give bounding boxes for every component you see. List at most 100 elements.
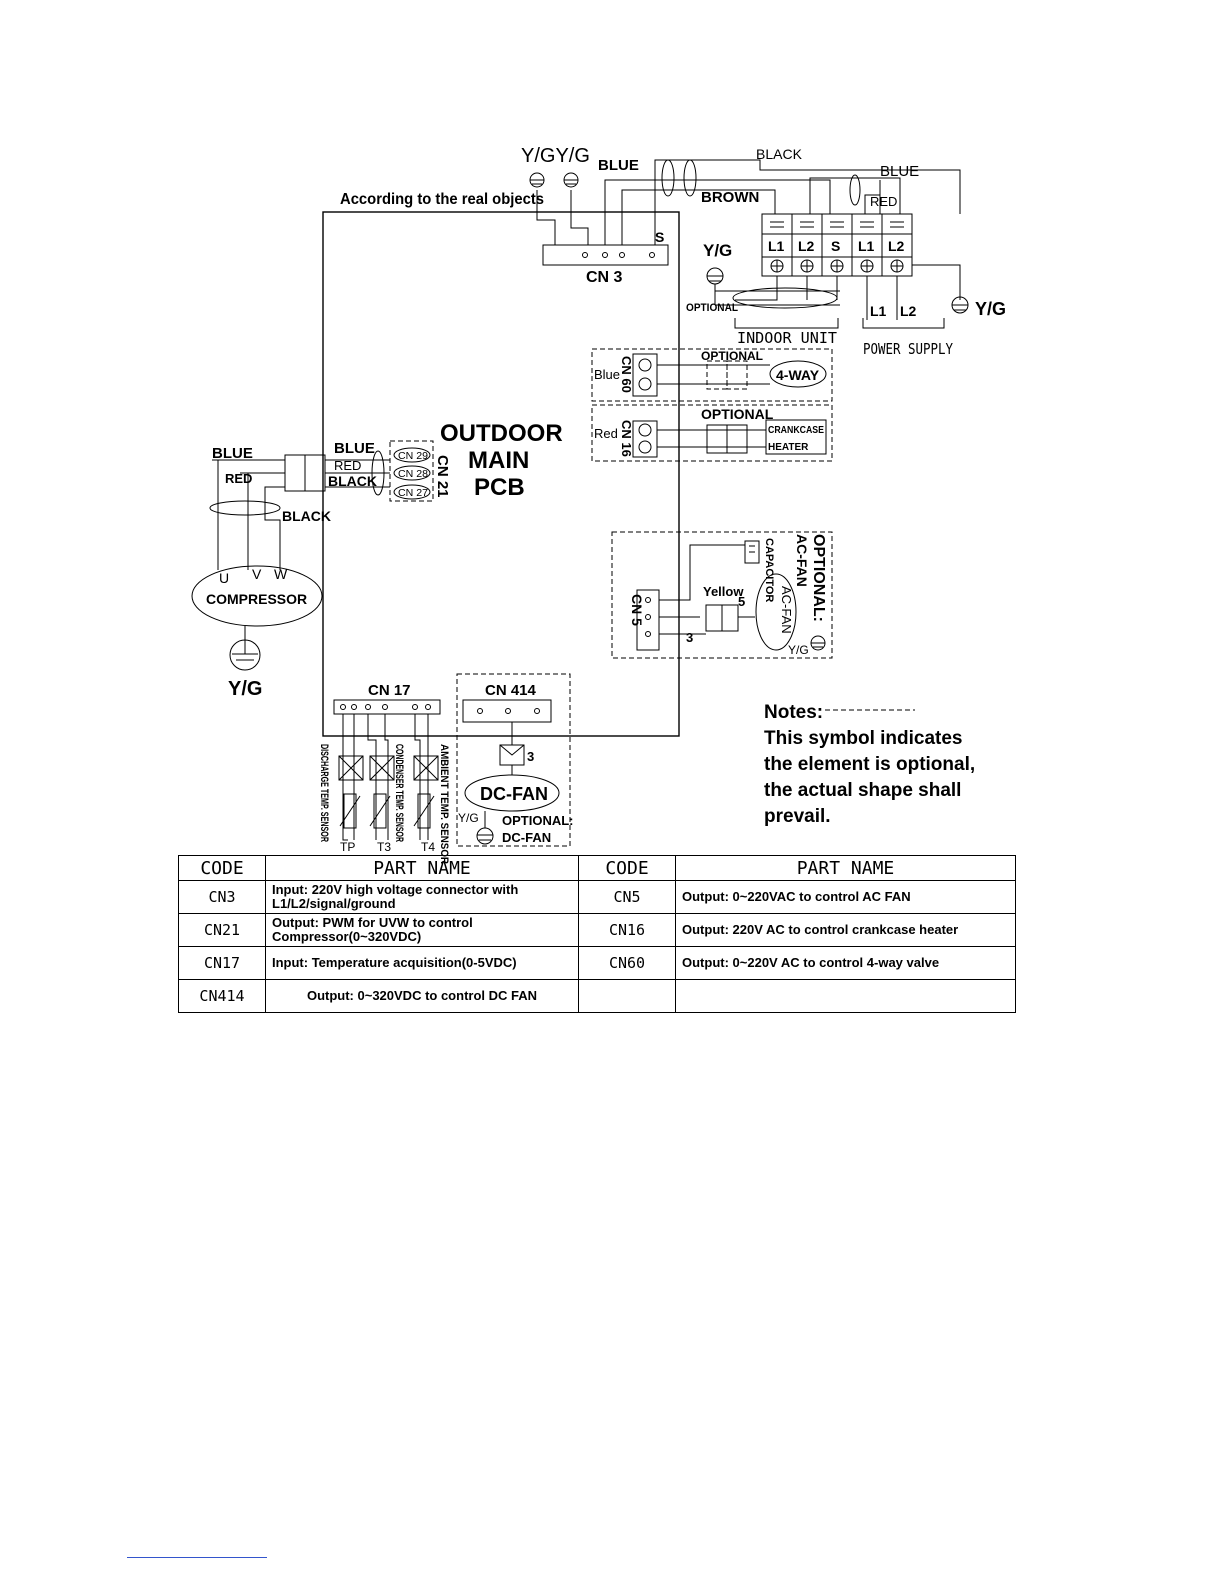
optional-4way-box — [591, 348, 833, 402]
label-red-left: RED — [225, 471, 252, 486]
label-cn17: CN 17 — [368, 682, 411, 699]
table-cell-part: Output: 0~220VAC to control AC FAN — [675, 880, 1016, 914]
label-cn29: CN 29 — [398, 451, 428, 462]
label-ps-l1: L1 — [870, 303, 887, 319]
label-optional-dc-2: DC-FAN — [502, 830, 551, 845]
terminal-l2b: L2 — [888, 238, 905, 254]
ground-icon — [529, 172, 545, 188]
terminal-s: S — [831, 238, 840, 254]
table-cell-part: Input: 220V high voltage connector with … — [265, 880, 579, 914]
optional-ac-fan-box — [611, 531, 833, 659]
ground-icon — [229, 639, 261, 671]
table-cell-code: CN414 — [178, 979, 266, 1013]
label-red-cn16: Red — [594, 426, 618, 441]
table-row: CN414 Output: 0~320VDC to control DC FAN — [178, 979, 1016, 1013]
label-blue-top: BLUE — [598, 157, 639, 174]
table-header-row: CODE PART NAME CODE PART NAME — [178, 855, 1016, 881]
table-cell-code: CN17 — [178, 946, 266, 980]
table-header: CODE — [178, 855, 266, 881]
label-3: 3 — [686, 630, 693, 645]
notes-line-2: the element is optional, — [764, 754, 975, 775]
label-brown: BROWN — [701, 189, 759, 206]
cn17-connector — [333, 699, 441, 715]
label-v: V — [252, 566, 262, 582]
ground-icon — [951, 296, 969, 314]
wire-bundle-ring — [371, 450, 385, 496]
table-cell-part — [675, 979, 1016, 1013]
ac-fan-motor — [755, 573, 797, 651]
power-supply-bracket — [862, 318, 945, 329]
label-tp: TP — [340, 840, 355, 854]
label-ambient-sensor: AMBIENT TEMP. SENSOR — [438, 744, 450, 864]
label-cn5: CN 5 — [629, 594, 645, 626]
label-red-right: RED — [870, 194, 897, 209]
label-yg-ps: Y/G — [975, 299, 1006, 319]
label-blue-left: BLUE — [212, 445, 253, 462]
label-5: 5 — [738, 594, 745, 609]
label-u: U — [219, 570, 229, 586]
table-cell-code: CN3 — [178, 880, 266, 914]
label-crankcase: CRANKCASE — [768, 425, 824, 436]
label-ps-l2: L2 — [900, 303, 917, 319]
footer-rule — [127, 1557, 267, 1558]
label-black-top: BLACK — [756, 146, 803, 162]
label-cn60: CN 60 — [619, 356, 634, 393]
wire-bundle-ring — [661, 159, 675, 197]
four-way-valve — [769, 360, 827, 388]
label-yg-dc: Y/G — [458, 811, 479, 825]
ground-icon — [706, 267, 724, 305]
table-row: CN3 Input: 220V high voltage connector w… — [178, 880, 1016, 914]
terminal-l2: L2 — [798, 238, 815, 254]
table-cell-code: CN16 — [578, 913, 676, 947]
label-cn28: CN 28 — [398, 469, 428, 480]
notes-title: Notes: — [764, 702, 823, 723]
label-compressor: COMPRESSOR — [206, 591, 307, 607]
label-s: S — [655, 229, 664, 245]
label-dc-fan: DC-FAN — [480, 784, 548, 804]
dc-fan-motor — [464, 774, 560, 812]
label-optional-acfan-1: OPTIONAL: — [810, 534, 827, 622]
table-cell-part: Output: PWM for UVW to control Compresso… — [265, 913, 579, 947]
cn3-connector — [542, 244, 669, 266]
table-header: PART NAME — [265, 855, 579, 881]
terminal-l1b: L1 — [858, 238, 875, 254]
wire-bundle-ring — [209, 500, 281, 516]
pcb-title-outdoor: OUTDOOR — [440, 420, 563, 447]
optional-crankcase-box — [591, 404, 833, 462]
label-yg-compressor: Y/G — [228, 678, 262, 700]
cn414-connector — [462, 699, 552, 723]
cn21-connector-box — [389, 440, 434, 502]
ground-icon — [810, 635, 826, 651]
label-yg-optional: Y/G — [703, 241, 732, 260]
thermistor-t3 — [373, 793, 387, 829]
crankcase-heater — [765, 419, 827, 455]
label-black-left: BLACK — [282, 508, 331, 524]
outdoor-main-pcb-outline — [322, 211, 680, 737]
wire-bundle-ring — [849, 174, 861, 206]
label-optional-dc-1: OPTIONAL: — [502, 813, 574, 828]
indoor-unit-bracket — [734, 318, 839, 329]
table-header: CODE — [578, 855, 676, 881]
label-power-supply: POWER SUPPLY — [863, 340, 953, 358]
indoor-wires — [715, 276, 898, 320]
thermistor-t4 — [417, 793, 431, 829]
indoor-terminal-block — [761, 213, 913, 277]
label-cn414: CN 414 — [485, 682, 537, 699]
thermistor-tp — [343, 793, 357, 829]
label-indoor-unit: INDOOR UNIT — [737, 329, 837, 347]
wire-bundle-ring — [683, 159, 697, 197]
label-yellow: Yellow — [703, 584, 744, 599]
table-cell-code: CN5 — [578, 880, 676, 914]
label-heater: HEATER — [768, 442, 809, 453]
label-4way: 4-WAY — [776, 367, 820, 383]
ground-icon — [476, 811, 494, 845]
label-yg-top: Y/GY/G — [521, 145, 590, 167]
label-blue-cn: BLUE — [334, 440, 375, 457]
label-according: According to the real objects — [340, 191, 544, 208]
label-capacitor: CAPACITOR — [763, 538, 775, 602]
label-yg-acfan: Y/G — [788, 643, 809, 657]
label-cn21: CN 21 — [434, 455, 451, 498]
table-row: CN21 Output: PWM for UVW to control Comp… — [178, 913, 1016, 947]
label-ac-fan: AC-FAN — [779, 586, 794, 634]
